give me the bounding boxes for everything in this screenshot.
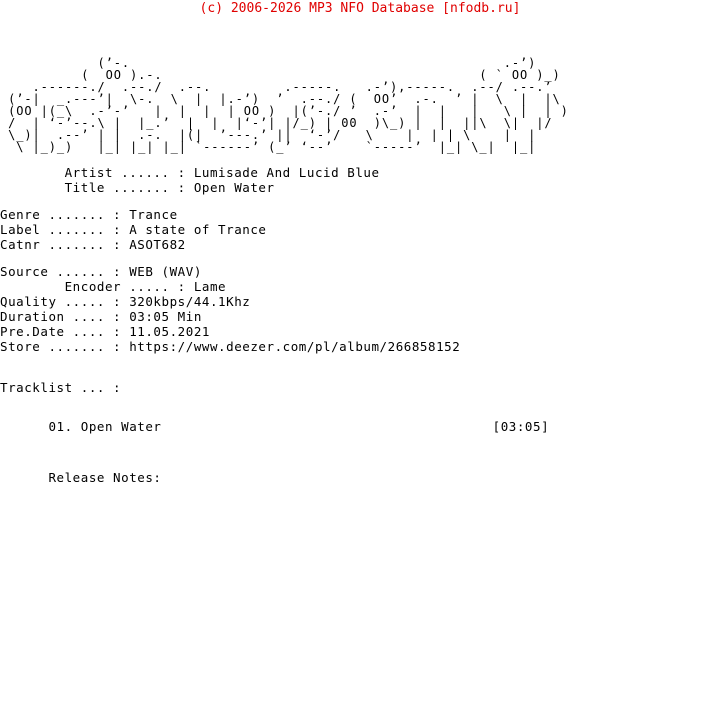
info-primary-group: Artist ...... : Lumisade And Lucid Blue … (0, 165, 720, 195)
info-technical-group: Source ...... : WEB (WAV) Encoder ..... … (0, 264, 720, 354)
tracklist-heading: Tracklist ... : (0, 380, 122, 395)
spacer-above-logo (0, 17, 720, 47)
spacer-above-notes (0, 434, 720, 470)
falcon-ascii-logo: (’-. .-’) ( OO ).-. ( ` OO )_) .------./… (8, 56, 569, 154)
spacer-primary-release (0, 195, 720, 207)
artist-line: Artist ...... : Lumisade And Lucid Blue (0, 165, 380, 180)
spacer-above-tracklist (0, 354, 720, 380)
title-line: Title ....... : Open Water (0, 180, 275, 195)
release-notes-heading: Release Notes: (0, 470, 162, 485)
duration-line: Duration .... : 03:05 Min (0, 309, 202, 324)
spacer-release-technical (0, 252, 720, 264)
spacer-tracklist-rows (0, 395, 720, 419)
tracklist-rows: 01. Open Water [03:05] (0, 419, 720, 434)
label-line: Label ....... : A state of Trance (0, 222, 267, 237)
nfodb-copyright-header: (c) 2006-2026 MP3 NFO Database [nfodb.ru… (199, 1, 521, 16)
catnr-line: Catnr ....... : ASOT682 (0, 237, 186, 252)
source-line: Source ...... : WEB (WAV) (0, 264, 202, 279)
genre-line: Genre ....... : Trance (0, 207, 178, 222)
predate-line: Pre.Date .... : 11.05.2021 (0, 324, 210, 339)
encoder-line: Encoder ..... : Lame (0, 279, 227, 294)
info-release-group: Genre ....... : Trance Label ....... : A… (0, 207, 720, 252)
table-row: 01. Open Water [03:05] (0, 419, 550, 434)
store-line[interactable]: Store ....... : https://www.deezer.com/p… (0, 339, 461, 354)
quality-line: Quality ..... : 320kbps/44.1Khz (0, 294, 251, 309)
spacer-below-logo (0, 153, 720, 165)
